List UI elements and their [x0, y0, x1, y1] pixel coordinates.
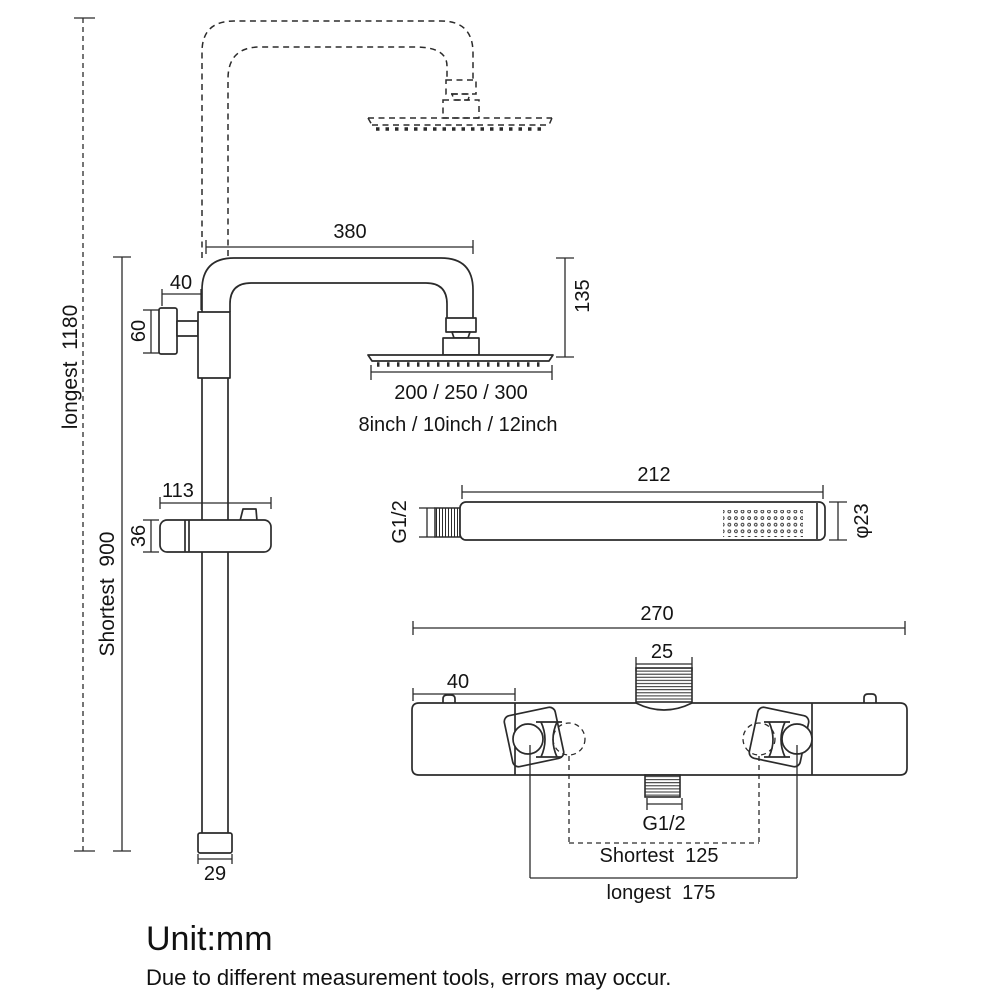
dimension-head-drop: 135 — [556, 257, 594, 358]
head-mount — [442, 337, 480, 356]
head-drop-label: 135 — [572, 279, 594, 312]
mixer-inlet-label: 25 — [651, 641, 673, 663]
mixer-longest-label: longest 175 — [607, 882, 716, 904]
slider-height-label: 36 — [128, 525, 150, 547]
ghost-arm-outer — [201, 20, 474, 258]
head-size-inch-label: 8inch / 10inch / 12inch — [358, 414, 557, 436]
mixer-outlet-thread-label: G1/2 — [642, 813, 685, 835]
wall-bracket — [158, 307, 231, 379]
hand-shower — [434, 501, 826, 541]
disclaimer-note: Due to different measurement tools, erro… — [146, 965, 671, 990]
bracket-height-label: 60 — [128, 320, 150, 342]
ghost-arm-nut — [445, 79, 477, 95]
longest-overall-label: longest 1180 — [59, 305, 82, 430]
mixer-left-button — [442, 694, 456, 703]
ghost-ball-joint — [450, 93, 472, 101]
wall-plate — [158, 307, 178, 355]
dimension-bracket-height: 60 — [128, 309, 159, 354]
bracket-connector — [176, 320, 199, 337]
dimension-arm-reach: 380 — [205, 221, 474, 254]
dimension-head-size: 200 / 250 / 300 8inch / 10inch / 12inch — [358, 365, 558, 436]
arm-nut — [445, 317, 477, 333]
slider-body — [159, 519, 272, 553]
dimension-mixer-width: 270 — [412, 603, 906, 635]
dimension-hand-shower-length: 212 — [461, 464, 824, 499]
ghost-head-mount — [442, 99, 480, 119]
ghost-arm-inner — [227, 46, 448, 256]
riser-pipe — [197, 378, 233, 854]
dimension-mixer-outlet-thread: G1/2 — [642, 798, 686, 835]
dimension-longest-overall: longest 1180 — [59, 17, 95, 852]
dimension-mixer-shortest: Shortest 125 — [568, 756, 760, 867]
mixer-right-knob — [742, 706, 813, 768]
hand-shower-spray-face — [723, 510, 803, 537]
riser-end-cap — [197, 832, 233, 854]
arm-reach-label: 380 — [333, 221, 366, 243]
hand-shower-inlet-thread — [434, 507, 461, 538]
mixer-left-knob — [503, 706, 586, 768]
arm-outer — [201, 257, 474, 318]
mixer-outlet-pipe — [644, 774, 681, 798]
bracket-depth-label: 40 — [170, 272, 192, 294]
dimension-mixer-longest: longest 175 — [529, 745, 798, 904]
riser-clamp — [197, 311, 231, 379]
head-plate — [367, 354, 554, 362]
mixer-shortest-label: Shortest 125 — [600, 845, 719, 867]
left-knob-pulled-position — [552, 722, 586, 756]
head-size-mm-label: 200 / 250 / 300 — [394, 382, 527, 404]
ghost-head-plate — [367, 117, 553, 126]
mixer-end-offset-label: 40 — [447, 671, 469, 693]
dimension-mixer-end-offset: 40 — [412, 671, 516, 701]
mixer-right-button — [863, 693, 877, 703]
mixer-inlet-pipe — [635, 667, 693, 703]
shortest-overall-label: Shortest 900 — [96, 532, 119, 657]
cap-width-label: 29 — [204, 863, 226, 885]
dimension-hand-shower-thread: G1/2 — [389, 500, 435, 544]
arm-inner — [229, 282, 448, 318]
hand-shower-diameter-label: φ23 — [851, 503, 873, 538]
dimension-slider-width: 113 — [159, 480, 272, 509]
shower-arm — [201, 257, 480, 356]
dimension-bracket-depth: 40 — [161, 272, 202, 310]
slider-width-label: 113 — [162, 480, 194, 502]
mixer-valve — [411, 667, 908, 798]
hand-shower-thread-label: G1/2 — [389, 500, 411, 543]
mixer-width-label: 270 — [640, 603, 673, 625]
mixer-body — [411, 702, 908, 776]
dimension-mixer-inlet: 25 — [635, 641, 693, 671]
upper-position-ghost — [201, 20, 553, 258]
dimension-slider-height: 36 — [128, 519, 159, 553]
left-knob — [512, 723, 544, 755]
slider-holder — [159, 508, 272, 553]
ball-joint — [451, 331, 471, 339]
dimension-cap-width: 29 — [197, 854, 233, 885]
dimension-shortest-overall: Shortest 900 — [96, 256, 131, 852]
dimension-hand-shower-diameter: φ23 — [829, 501, 873, 541]
left-knob-grip — [503, 706, 565, 768]
unit-note: Unit:mm — [146, 920, 273, 958]
right-knob-pulled-position — [742, 722, 776, 756]
hand-shower-length-label: 212 — [637, 464, 670, 486]
overhead-shower-head — [367, 354, 554, 367]
